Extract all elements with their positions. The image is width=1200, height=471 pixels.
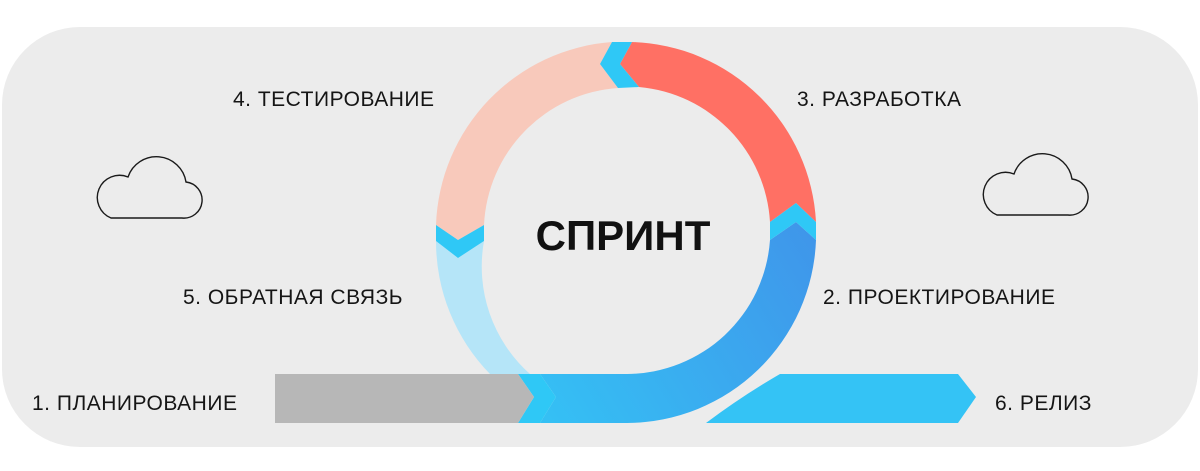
stage-label-release: 6. РЕЛИЗ [995, 392, 1092, 415]
development-segment [620, 42, 816, 222]
background-panel [2, 27, 1198, 447]
connector-bottom-chevron [518, 374, 556, 423]
connector-top-chevron [600, 42, 639, 88]
stage-label-testing: 4. ТЕСТИРОВАНИЕ [233, 88, 435, 111]
stage-label-feedback: 5. ОБРАТНАЯ СВЯЗЬ [183, 286, 403, 309]
cloud-icon [982, 153, 1089, 216]
cloud-icon [96, 156, 203, 219]
center-label: СПРИНТ [536, 212, 711, 259]
release-arrow [706, 374, 976, 423]
stage-label-development: 3. РАЗРАБОТКА [797, 88, 961, 111]
testing-segment [436, 42, 618, 240]
connector-right-chevron [770, 203, 816, 240]
connector-left-chevron [436, 225, 484, 258]
feedback-segment [435, 241, 530, 374]
stage-label-design: 2. ПРОЕКТИРОВАНИЕ [823, 286, 1055, 309]
design-segment [540, 222, 816, 423]
stage-label-planning: 1. ПЛАНИРОВАНИЕ [32, 392, 237, 415]
planning-arrow [275, 374, 534, 423]
